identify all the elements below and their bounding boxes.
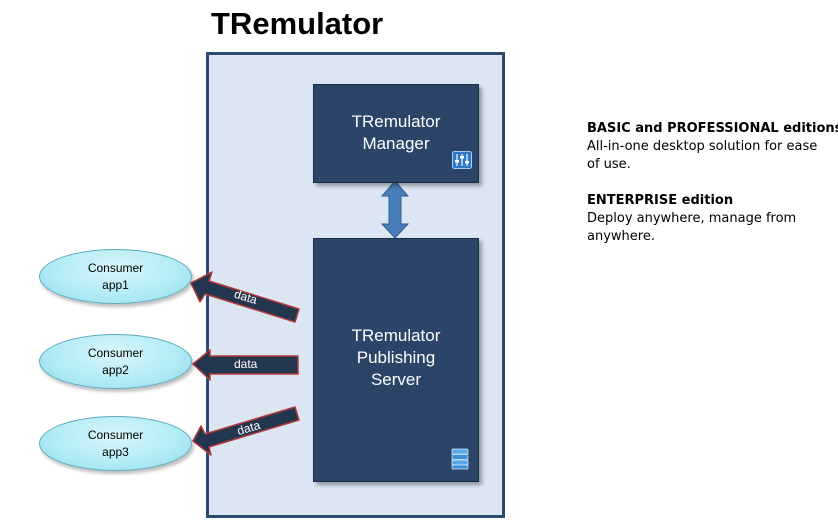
consumer-app2-label: Consumer app2 (87, 345, 144, 377)
publisher-label: TRemulator Publishing Server (351, 326, 441, 389)
manager-label: TRemulator Manager (351, 112, 441, 153)
edition-description: Deploy anywhere, manage from anywhere. (587, 211, 797, 244)
editions-panel: BASIC and PROFESSIONAL editions All-in-o… (587, 120, 838, 264)
manager-box: TRemulator Manager (313, 84, 479, 183)
edition-basic-professional: BASIC and PROFESSIONAL editions All-in-o… (587, 120, 838, 174)
database-icon (451, 448, 469, 475)
consumer-app1: Consumer app1 (39, 249, 192, 304)
edition-description: All-in-one desktop solution for ease of … (587, 139, 818, 172)
publishing-server-box: TRemulator Publishing Server (313, 238, 479, 482)
edition-enterprise: ENTERPRISE edition Deploy anywhere, mana… (587, 192, 827, 246)
data-flow-label-2: data (234, 357, 258, 371)
edition-heading: ENTERPRISE edition (587, 193, 734, 208)
settings-sliders-icon (452, 151, 472, 174)
consumer-app3-label: Consumer app3 (87, 427, 144, 459)
consumer-app3: Consumer app3 (39, 416, 192, 471)
consumer-app1-label: Consumer app1 (87, 260, 144, 292)
edition-heading: BASIC and PROFESSIONAL editions (587, 121, 838, 136)
diagram-title: TRemulator (211, 6, 384, 41)
consumer-app2: Consumer app2 (39, 334, 192, 389)
